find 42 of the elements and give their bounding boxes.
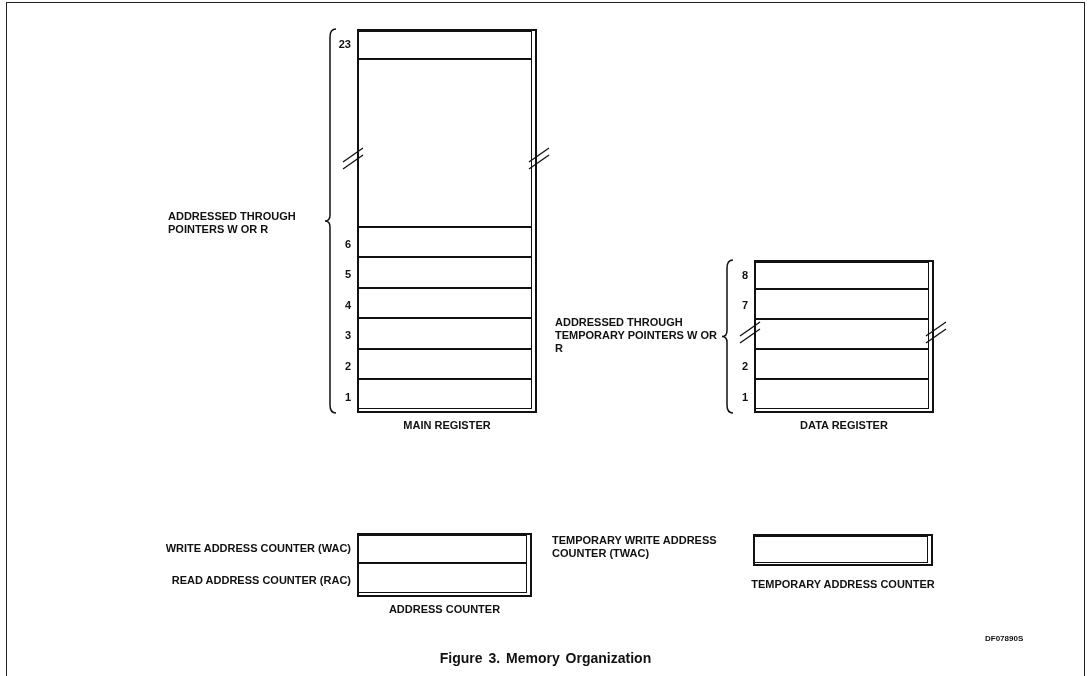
annotation-text: ADDRESSED THROUGH TEMPORARY POINTERS W OR R bbox=[555, 316, 718, 355]
register-box bbox=[357, 533, 532, 597]
counter-label: READ ADDRESS COUNTER (RAC) bbox=[171, 573, 351, 588]
register-row bbox=[356, 379, 532, 409]
register-title: ADDRESS COUNTER bbox=[388, 603, 501, 615]
register-row bbox=[752, 536, 928, 563]
register-row bbox=[753, 349, 929, 379]
counter-label: TEMPORARY WRITE ADDRESS COUNTER (TWAC) bbox=[552, 534, 718, 560]
address-number: 1 bbox=[741, 389, 748, 405]
register-title: TEMPORARY ADDRESS COUNTER bbox=[751, 578, 935, 590]
register-title: DATA REGISTER bbox=[800, 419, 888, 431]
annotation-text: ADDRESSED THROUGH POINTERS W OR R bbox=[168, 210, 297, 236]
register-title: MAIN REGISTER bbox=[403, 419, 491, 431]
address-number: 8 bbox=[741, 267, 748, 283]
figure-caption: Figure 3. Memory Organization bbox=[439, 650, 652, 666]
register-row bbox=[356, 58, 532, 227]
register-row bbox=[356, 318, 532, 349]
register-row bbox=[753, 262, 929, 290]
figure-code: DF07890S bbox=[985, 633, 1025, 645]
register-row bbox=[753, 319, 929, 349]
address-number: 3 bbox=[344, 328, 351, 343]
address-number: 2 bbox=[741, 358, 748, 374]
register-row bbox=[753, 379, 929, 409]
address-number: 6 bbox=[344, 236, 351, 252]
register-row bbox=[753, 288, 929, 319]
counter-label: WRITE ADDRESS COUNTER (WAC) bbox=[165, 541, 351, 556]
register-box bbox=[754, 260, 934, 413]
register-row bbox=[356, 227, 532, 257]
address-number: 23 bbox=[338, 37, 351, 52]
address-number: 4 bbox=[344, 297, 351, 313]
register-row bbox=[356, 257, 532, 288]
address-number: 1 bbox=[344, 389, 351, 405]
register-row bbox=[356, 562, 527, 593]
register-box bbox=[753, 534, 933, 566]
address-number: 5 bbox=[344, 267, 351, 282]
register-box bbox=[357, 29, 537, 413]
register-row bbox=[356, 288, 532, 318]
register-row bbox=[356, 31, 532, 60]
register-row bbox=[356, 349, 532, 379]
register-row bbox=[356, 535, 527, 564]
address-number: 7 bbox=[741, 298, 748, 313]
address-number: 2 bbox=[344, 358, 351, 374]
